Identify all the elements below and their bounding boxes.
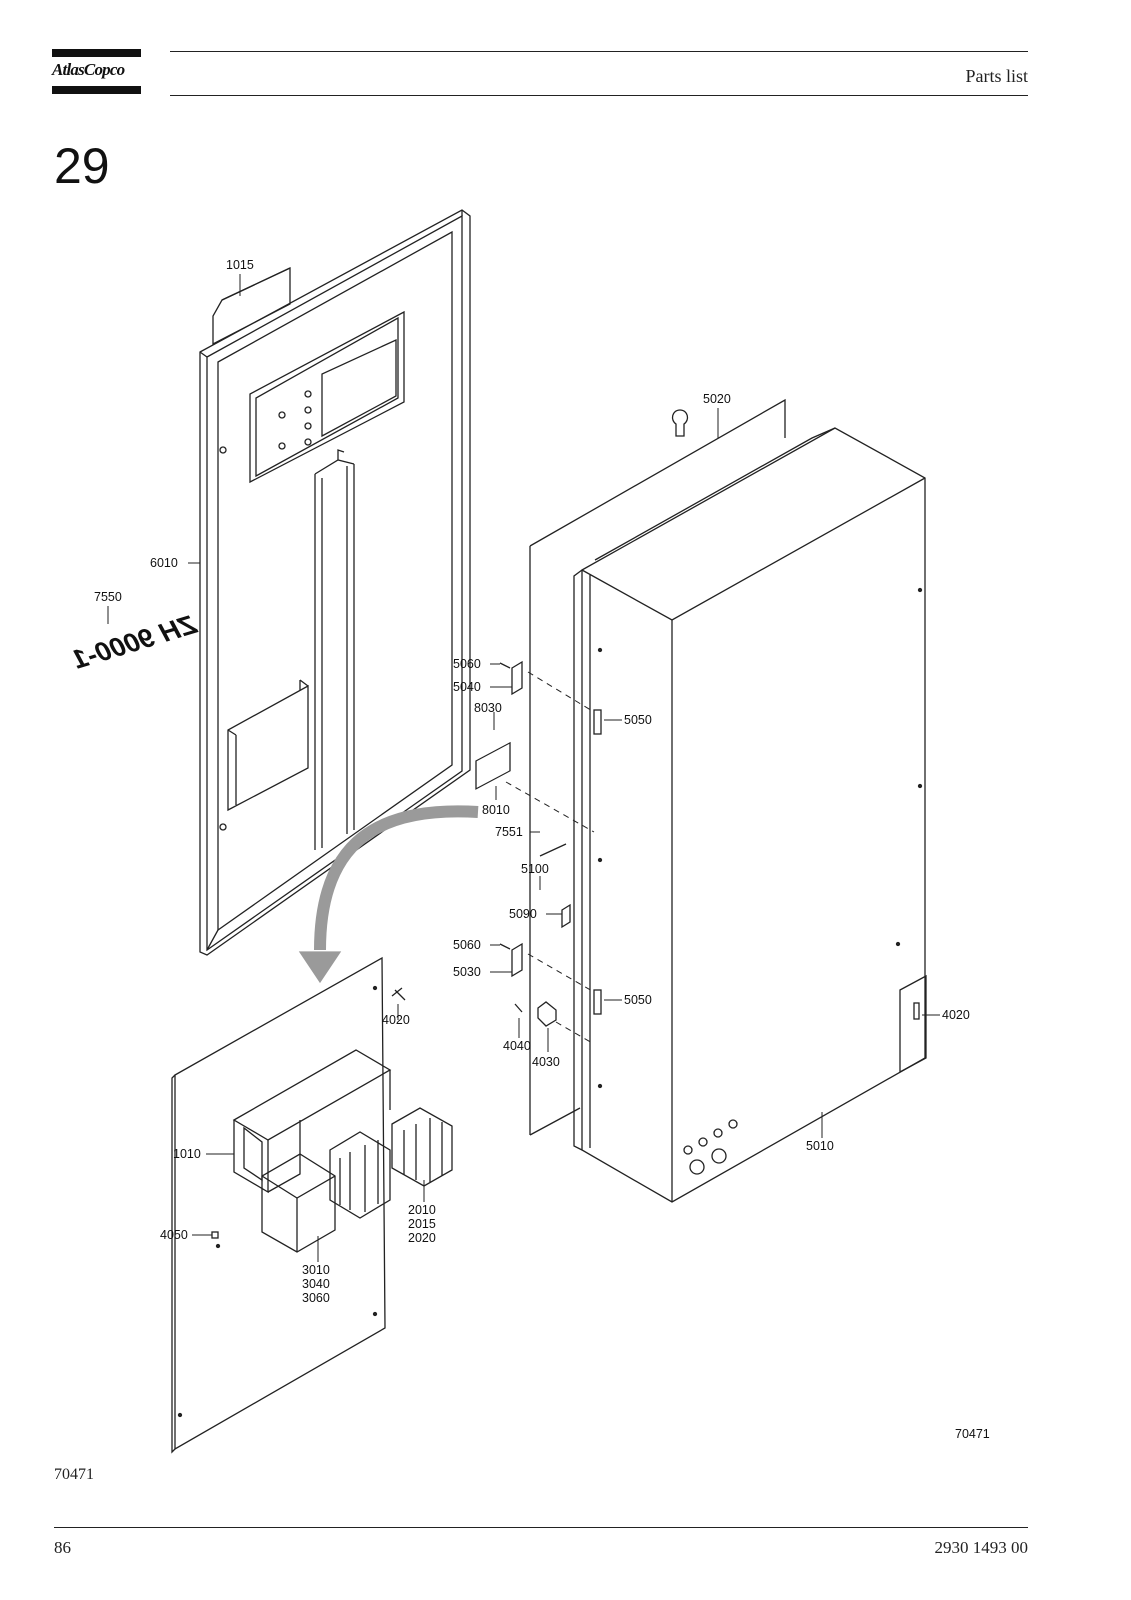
- label-4030: 4030: [532, 1055, 560, 1069]
- transfer-arrow: [298, 805, 479, 984]
- label-4020-cabinet: 4020: [942, 1008, 970, 1022]
- label-5060-bottom: 5060: [453, 938, 481, 952]
- label-3010: 3010: [302, 1263, 330, 1277]
- label-5090: 5090: [509, 907, 537, 921]
- label-7550: 7550: [94, 590, 122, 604]
- label-2020: 2020: [408, 1231, 436, 1245]
- header-rule-bottom: [170, 95, 1028, 96]
- label-8010: 8010: [482, 803, 510, 817]
- door-marking-mirrored: ZH 9000-1: [69, 609, 201, 675]
- logo-wordmark: AtlasCopco: [52, 60, 125, 79]
- label-5050-top: 5050: [624, 713, 652, 727]
- label-5100: 5100: [521, 862, 549, 876]
- label-5020: 5020: [703, 392, 731, 406]
- label-4050: 4050: [160, 1228, 188, 1242]
- door-panel: [199, 209, 471, 956]
- label-5040: 5040: [453, 680, 481, 694]
- header-rule-top: [170, 51, 1028, 52]
- label-1015: 1015: [226, 258, 254, 272]
- label-7551: 7551: [495, 825, 523, 839]
- label-6010: 6010: [150, 556, 178, 570]
- logo-bar-bottom: [52, 86, 141, 94]
- logo-bar-top: [52, 49, 141, 57]
- label-5030: 5030: [453, 965, 481, 979]
- label-2010: 2010: [408, 1203, 436, 1217]
- label-3060: 3060: [302, 1291, 330, 1305]
- cabinet: [475, 398, 927, 1203]
- page-number: 86: [54, 1538, 71, 1557]
- label-2015: 2015: [408, 1217, 436, 1231]
- exploded-parts-diagram: 1015 5020 6010 7550 5060 5040 8030 5050 …: [69, 209, 990, 1454]
- label-3040: 3040: [302, 1277, 330, 1291]
- atlas-copco-logo: AtlasCopco: [52, 49, 141, 94]
- label-5010: 5010: [806, 1139, 834, 1153]
- label-5050-bottom: 5050: [624, 993, 652, 1007]
- label-8030: 8030: [474, 701, 502, 715]
- label-5060-top: 5060: [453, 657, 481, 671]
- label-1010: 1010: [173, 1147, 201, 1161]
- label-4040: 4040: [503, 1039, 531, 1053]
- figure-number-in-diagram: 70471: [955, 1427, 990, 1441]
- leader-lines: [107, 274, 940, 1262]
- section-number: 29: [54, 138, 110, 194]
- label-4020-plate: 4020: [382, 1013, 410, 1027]
- document-number: 2930 1493 00: [934, 1538, 1029, 1557]
- figure-reference: 70471: [54, 1466, 94, 1483]
- mounting-plate: [171, 956, 453, 1454]
- footer-rule: [54, 1527, 1028, 1528]
- header-title: Parts list: [965, 66, 1028, 86]
